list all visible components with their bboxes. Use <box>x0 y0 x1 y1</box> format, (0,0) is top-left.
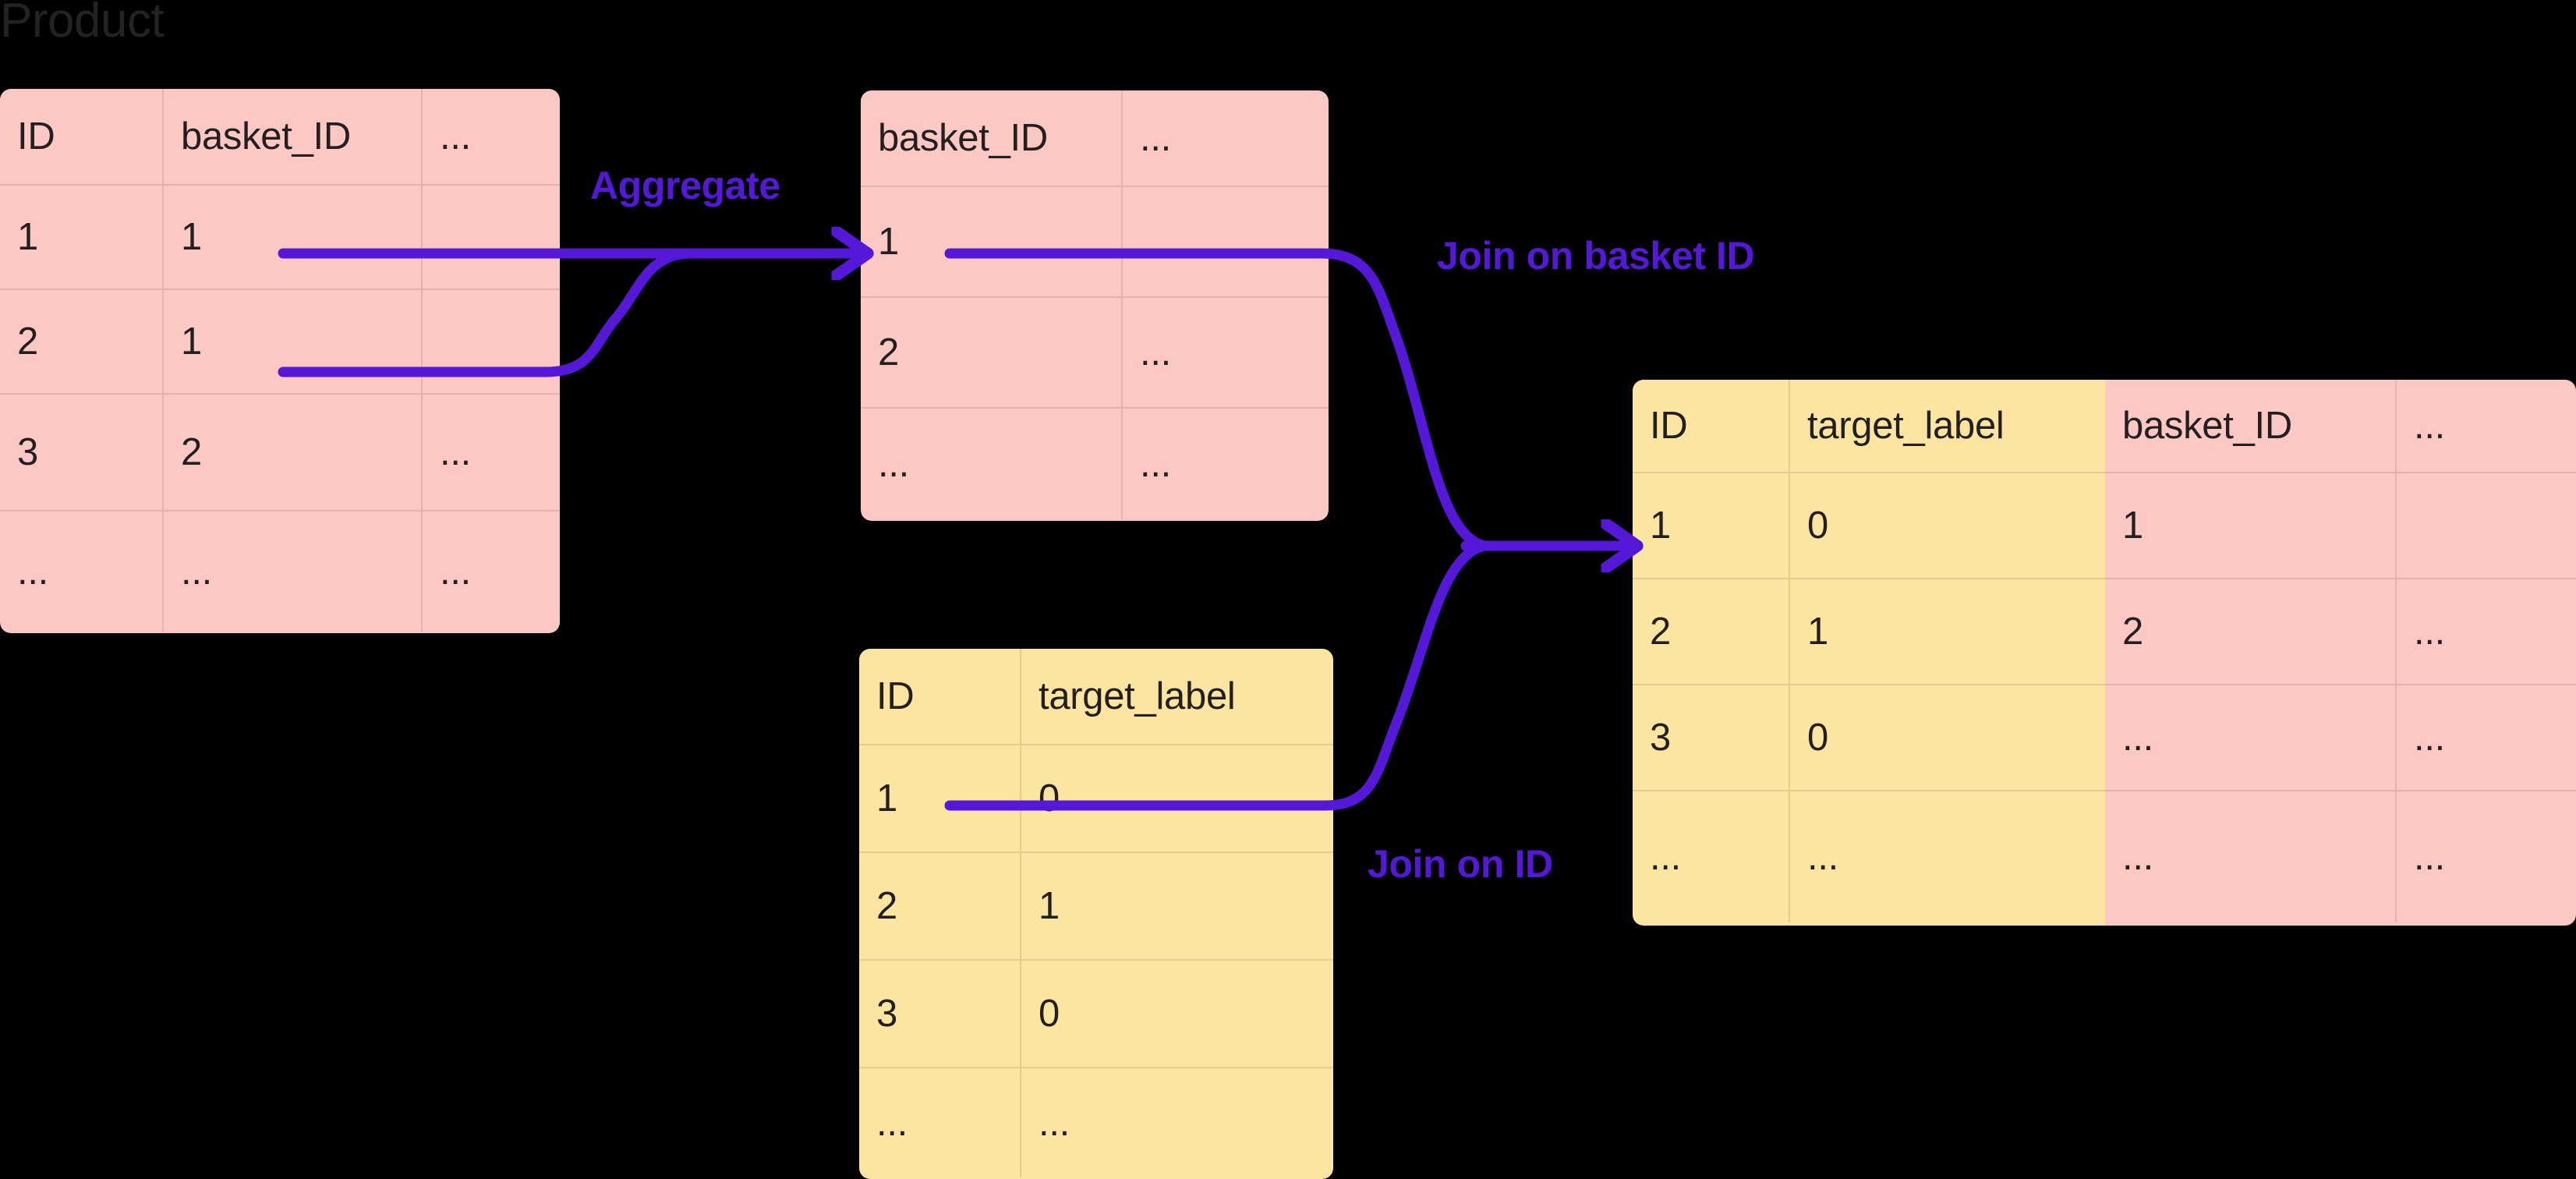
table-cell: 2 <box>17 320 38 363</box>
table-cell: 1 <box>162 290 421 393</box>
join-basket-label: Join on basket ID <box>1437 234 1755 278</box>
table-cell: ... <box>162 512 421 632</box>
table-cell: ... <box>2122 835 2153 878</box>
table-cell: 0 <box>1020 745 1333 852</box>
table-cell: 2 <box>1650 610 1671 653</box>
table-cell: 1 <box>876 777 897 820</box>
table-row: basket_ID ... <box>861 90 1329 186</box>
table-cell: 1 <box>162 186 421 289</box>
table-cell: ... <box>1020 1068 1333 1177</box>
table-row: 2 ... <box>861 296 1329 407</box>
product-table: ID basket_ID ... 1 1 2 1 3 2 ... ... ...… <box>0 89 560 633</box>
join-id-label: Join on ID <box>1368 842 1553 886</box>
table-row: 1 <box>861 186 1329 296</box>
table-cell: ... <box>2395 791 2576 922</box>
table-cell: 1 <box>1020 853 1333 959</box>
table-row: 1 0 <box>859 744 1333 852</box>
table-row: 1 0 <box>1633 472 2105 578</box>
column-header: basket_ID <box>878 116 1048 159</box>
table-row: ... ... <box>861 407 1329 519</box>
table-row: 3 2 ... <box>0 393 560 510</box>
table-cell: 2 <box>2122 610 2143 653</box>
table-cell: ... <box>1650 835 1681 878</box>
page-title: Product <box>0 0 165 48</box>
table-cell: ... <box>1121 409 1329 519</box>
table-row: 2 1 <box>859 852 1333 959</box>
table-cell: 2 <box>876 884 897 927</box>
table-cell: 0 <box>1020 961 1333 1067</box>
column-header: ID <box>876 674 915 717</box>
aggregated-basket-table: basket_ID ... 1 2 ... ... ... <box>861 90 1329 521</box>
table-cell <box>1121 187 1329 296</box>
column-header: ... <box>1121 90 1329 186</box>
table-cell: ... <box>876 1101 908 1144</box>
table-cell: ... <box>17 550 48 593</box>
column-header: ... <box>2395 380 2576 472</box>
table-row: ... ... <box>859 1067 1333 1177</box>
table-cell: ... <box>2395 685 2576 790</box>
table-cell: 3 <box>1650 716 1671 759</box>
table-row: 2 ... <box>2105 578 2576 684</box>
result-pane-labels: ID target_label 1 0 2 1 3 0 ... ... <box>1633 380 2105 926</box>
table-cell: 1 <box>1789 579 2105 684</box>
column-header: target_label <box>1020 649 1333 744</box>
joined-result-table: ID target_label 1 0 2 1 3 0 ... ... <box>1633 380 2576 926</box>
table-cell <box>421 290 560 393</box>
table-cell: 1 <box>878 220 899 263</box>
column-header: target_label <box>1789 380 2105 472</box>
table-cell: 0 <box>1789 685 2105 790</box>
table-row: 2 1 <box>0 289 560 393</box>
column-header: basket_ID <box>2122 404 2292 447</box>
table-cell: ... <box>2395 579 2576 684</box>
column-header: ... <box>421 89 560 184</box>
table-row: 2 1 <box>1633 578 2105 684</box>
target-label-table: ID target_label 1 0 2 1 3 0 ... ... <box>859 649 1333 1179</box>
table-row: ... ... <box>1633 790 2105 922</box>
table-row: 1 1 <box>0 184 560 289</box>
table-cell: ... <box>1121 298 1329 407</box>
table-cell <box>2395 473 2576 578</box>
table-row: ... ... <box>2105 790 2576 922</box>
table-cell: ... <box>421 395 560 510</box>
table-cell: 0 <box>1789 473 2105 578</box>
table-row: basket_ID ... <box>2105 380 2576 472</box>
table-row: 3 0 <box>1633 684 2105 790</box>
table-cell: ... <box>2122 716 2153 759</box>
table-cell: 1 <box>2122 504 2143 547</box>
table-cell: ... <box>878 442 909 485</box>
table-row: ID basket_ID ... <box>0 89 560 184</box>
table-row: ID target_label <box>859 649 1333 744</box>
table-cell: 1 <box>17 215 38 258</box>
column-header: basket_ID <box>162 89 421 184</box>
table-cell: 2 <box>878 331 899 374</box>
table-cell: 3 <box>876 992 897 1035</box>
table-cell <box>421 186 560 289</box>
table-row: ... ... <box>2105 684 2576 790</box>
aggregate-label: Aggregate <box>590 164 780 207</box>
result-pane-basket: basket_ID ... 1 2 ... ... ... ... ... <box>2105 380 2576 926</box>
table-row: 1 <box>2105 472 2576 578</box>
table-cell: ... <box>421 512 560 632</box>
table-row: 3 0 <box>859 959 1333 1067</box>
table-cell: 1 <box>1650 504 1671 547</box>
column-header: ID <box>1650 404 1688 447</box>
table-cell: 3 <box>17 430 38 473</box>
table-cell: ... <box>1789 791 2105 922</box>
table-cell: 2 <box>162 395 421 510</box>
table-row: ID target_label <box>1633 380 2105 472</box>
table-row: ... ... ... <box>0 510 560 632</box>
column-header: ID <box>17 115 55 158</box>
